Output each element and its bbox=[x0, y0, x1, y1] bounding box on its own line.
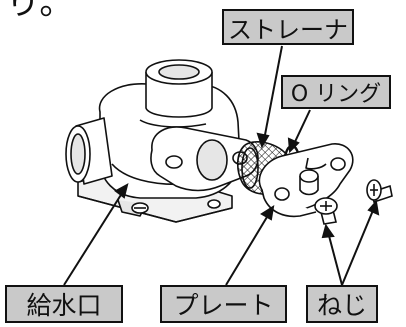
label-strainer: ストレーナ bbox=[222, 9, 354, 45]
heading-fragment: り。 bbox=[6, 0, 74, 23]
label-screw: ねじ bbox=[306, 285, 378, 323]
valve-body bbox=[65, 59, 259, 223]
plate-part bbox=[258, 143, 354, 218]
label-water-inlet: 給水口 bbox=[5, 285, 123, 323]
label-plate: プレート bbox=[160, 285, 287, 323]
label-o-ring: O リング bbox=[281, 75, 391, 109]
leader-lines bbox=[63, 45, 380, 286]
screw-parts bbox=[314, 179, 393, 225]
